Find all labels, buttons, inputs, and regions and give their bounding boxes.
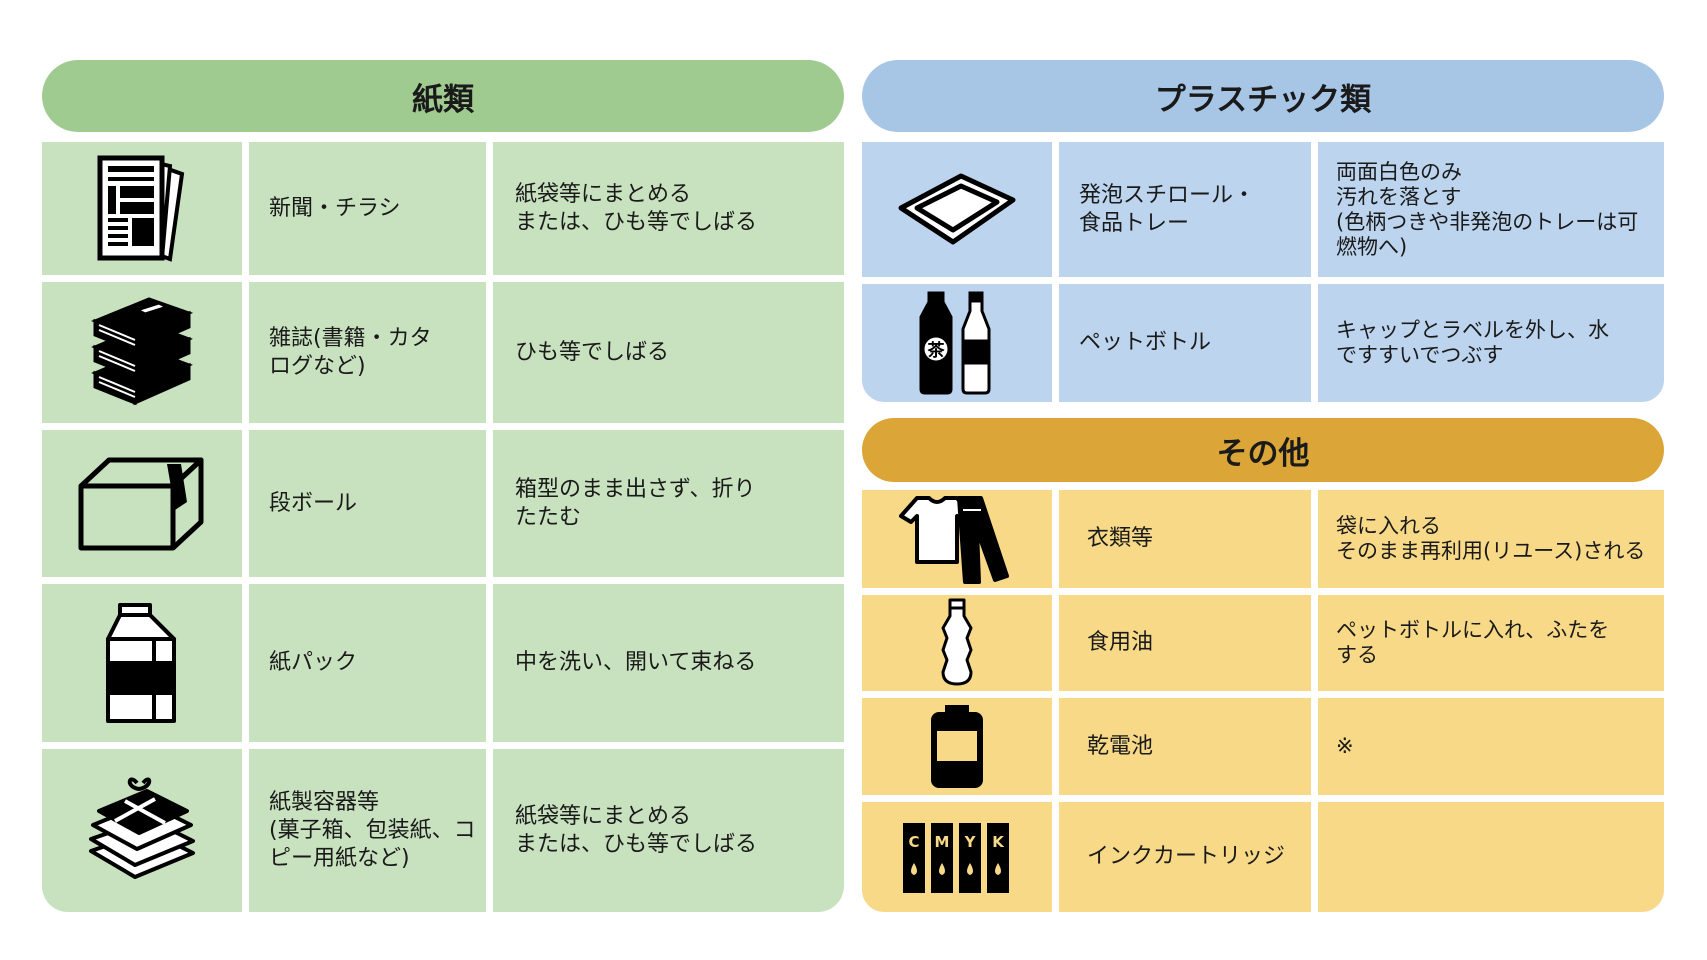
ink-cartridge-name: インクカートリッジ — [1059, 802, 1311, 912]
paper-carton-desc: 中を洗い、開いて束ねる — [493, 584, 844, 742]
paper-bundle-icon — [42, 749, 242, 912]
battery-name: 乾電池 — [1059, 698, 1311, 795]
plastic-section-table: 発泡スチロール・ 食品トレー 両面白色のみ 汚れを落とす (色柄つきや非発泡のト… — [862, 142, 1664, 402]
newspaper-name: 新聞・チラシ — [249, 142, 486, 275]
clothes-desc: 袋に入れる そのまま再利用(リユース)される — [1318, 490, 1664, 588]
paper-section-header: 紙類 — [42, 60, 844, 132]
magazine-name: 雑誌(書籍・カタ ログなど) — [249, 282, 486, 423]
plastic-section-header: プラスチック類 — [862, 60, 1664, 132]
other-section-header: その他 — [862, 418, 1664, 482]
clothes-icon — [862, 490, 1052, 588]
clothes-name: 衣類等 — [1059, 490, 1311, 588]
foam-tray-icon — [862, 142, 1052, 277]
pet-bottle-name: ペットボトル — [1059, 284, 1311, 402]
paper-carton-name: 紙パック — [249, 584, 486, 742]
ink-letter-c: C — [908, 833, 919, 851]
oil-bottle-icon — [862, 595, 1052, 691]
ink-cartridge-desc — [1318, 802, 1664, 912]
foam-tray-desc: 両面白色のみ 汚れを落とす (色柄つきや非発泡のトレーは可 燃物へ) — [1318, 142, 1664, 277]
ink-letter-k: K — [992, 833, 1005, 851]
ink-letter-y: Y — [964, 833, 977, 851]
paper-container-desc: 紙袋等にまとめる または、ひも等でしばる — [493, 749, 844, 912]
pet-bottle-desc: キャップとラベルを外し、水 ですすいでつぶす — [1318, 284, 1664, 402]
cooking-oil-desc: ペットボトルに入れ、ふたを する — [1318, 595, 1664, 691]
pet-bottle-icon: 茶 — [862, 284, 1052, 402]
cooking-oil-name: 食用油 — [1059, 595, 1311, 691]
tea-label-text: 茶 — [928, 340, 946, 361]
magazine-desc: ひも等でしばる — [493, 282, 844, 423]
paper-container-name: 紙製容器等 (菓子箱、包装紙、コ ピー用紙など) — [249, 749, 486, 912]
newspaper-desc: 紙袋等にまとめる または、ひも等でしばる — [493, 142, 844, 275]
other-section-table: 衣類等 袋に入れる そのまま再利用(リユース)される 食用油 ペットボトルに入れ… — [862, 490, 1664, 912]
cardboard-name: 段ボール — [249, 430, 486, 577]
cardboard-desc: 箱型のまま出さず、折り たたむ — [493, 430, 844, 577]
paper-section-table: 新聞・チラシ 紙袋等にまとめる または、ひも等でしばる 雑誌(書籍・カタ ログな… — [42, 142, 844, 912]
battery-icon — [862, 698, 1052, 795]
ink-cartridge-icon: C M Y K — [862, 802, 1052, 912]
foam-tray-name: 発泡スチロール・ 食品トレー — [1059, 142, 1311, 277]
cardboard-box-icon — [42, 430, 242, 577]
milk-carton-icon — [42, 584, 242, 742]
books-icon — [42, 282, 242, 423]
newspaper-icon — [42, 142, 242, 275]
battery-desc: ※ — [1318, 698, 1664, 795]
ink-letter-m: M — [935, 833, 950, 851]
